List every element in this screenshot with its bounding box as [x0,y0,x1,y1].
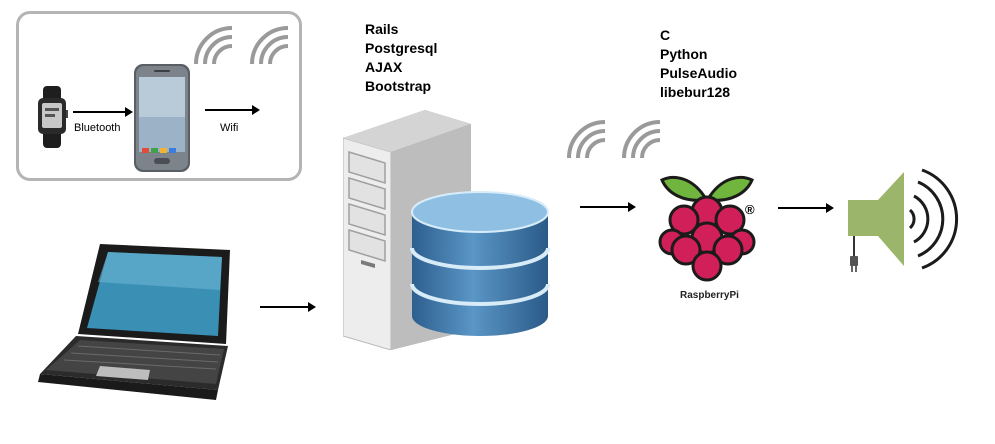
wifi-signal-icon [567,120,606,159]
raspberry-pi-tech-stack: C Python PulseAudio libebur128 [660,26,737,102]
raspberry-pi-logo-text: RaspberryPi [680,290,739,301]
wifi-label: Wifi [220,122,239,134]
server-tech-stack: Rails Postgresql AJAX Bootstrap [365,20,437,96]
tech-c: C [660,27,671,43]
laptop-icon [38,244,230,400]
arrow-server-to-raspberry-pi [580,202,636,212]
smartwatch-icon [38,86,68,148]
registered-mark: ® [745,202,755,217]
arrow-laptop-to-server [260,302,316,312]
database-icon [410,191,550,336]
tech-libebur128: libebur128 [660,84,731,100]
speaker-icon [848,168,959,272]
tech-pulseaudio: PulseAudio [660,65,738,81]
wifi-signal-icon [250,26,289,65]
arrow-raspberry-pi-to-speaker [778,203,834,213]
devices-group-box [16,11,302,181]
arrow-phone-wifi [205,105,260,115]
tech-postgresql: Postgresql [365,40,438,56]
tech-rails: Rails [365,21,399,37]
arrow-watch-to-phone [73,107,133,117]
wifi-signal-icon [194,26,233,65]
tech-ajax: AJAX [365,59,403,75]
tech-bootstrap: Bootstrap [365,78,432,94]
smartphone-icon [134,64,190,172]
tech-python: Python [660,46,708,62]
raspberry-pi-logo-icon [658,175,756,282]
bluetooth-label: Bluetooth [74,122,121,134]
wifi-signal-icon [622,120,661,159]
